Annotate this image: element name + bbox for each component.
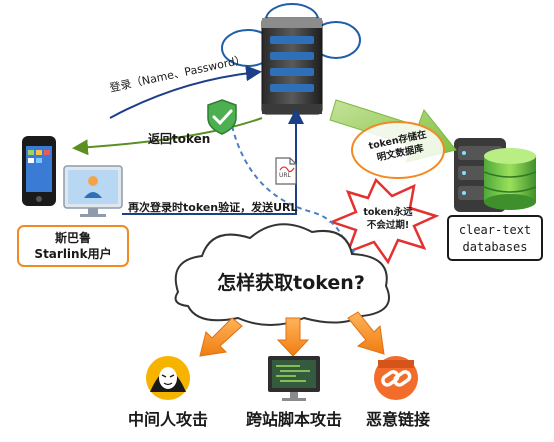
monitor-user-icon (63, 165, 123, 217)
user-box-line1: 斯巴鲁 (54, 231, 91, 245)
server-icon (221, 3, 361, 115)
login-arrow (109, 65, 262, 119)
shield-check-icon (207, 99, 237, 135)
database-icon (454, 138, 537, 212)
db-box-line2: databases (462, 240, 528, 254)
attack-arrows (199, 311, 385, 357)
attack-label-malicious-link: 恶意链接 (365, 410, 430, 429)
return-token-arrow (72, 117, 263, 156)
phone-icon (22, 136, 56, 206)
db-box-line1: clear-text (458, 223, 532, 237)
expire-note-label: token永远 不会过期! (363, 207, 413, 231)
question-label: 怎样获取token? (217, 272, 365, 294)
user-box (17, 225, 129, 267)
url-document-icon (275, 157, 297, 185)
chain-link-icon (374, 356, 418, 400)
url-icon-label: URL (279, 172, 291, 179)
relogin-label: 再次登录时token验证，发送URL (128, 201, 298, 214)
relogin-arrow (122, 108, 304, 215)
user-box-line2: Starlink用户 (34, 247, 112, 261)
hacker-icon (146, 356, 190, 400)
attack-label-mitm: 中间人攻击 (127, 410, 208, 429)
expire-starburst (328, 177, 440, 265)
question-cloud (174, 223, 390, 326)
attack-label-xss: 跨站脚本攻击 (245, 410, 342, 429)
store-note-ellipse (351, 121, 445, 179)
return-token-label: 返回token (148, 132, 211, 146)
monitor-code-icon (268, 356, 320, 401)
db-box (447, 215, 543, 261)
